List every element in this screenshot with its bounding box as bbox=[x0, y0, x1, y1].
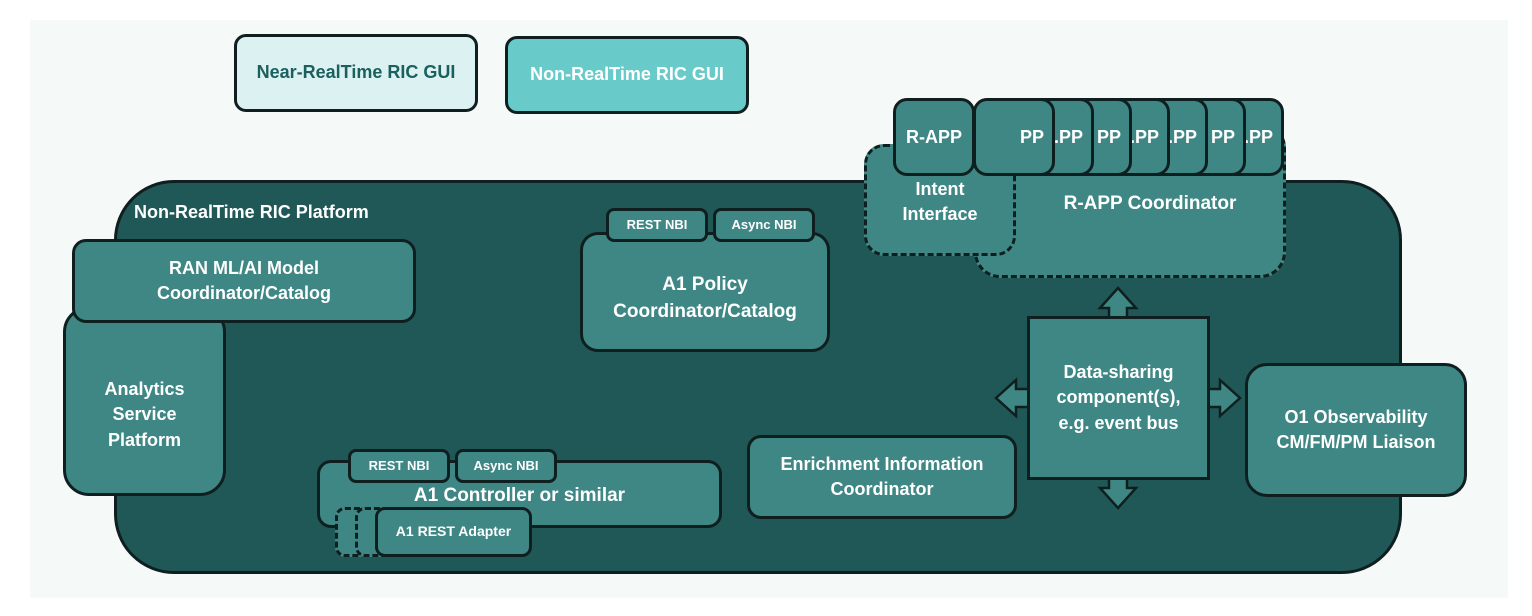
arrow-left bbox=[994, 377, 1031, 419]
ran-line2: Coordinator/Catalog bbox=[157, 283, 331, 303]
enrichment-information-coordinator: Enrichment Information Coordinator bbox=[747, 435, 1017, 519]
analytics-service-platform: Analytics Service Platform bbox=[63, 306, 226, 496]
a1-controller-label: A1 Controller or similar bbox=[413, 485, 626, 506]
arrow-down bbox=[1097, 476, 1139, 510]
enrichment-line2: Coordinator bbox=[830, 479, 934, 499]
data-sharing-component: Data-sharing component(s), e.g. event bu… bbox=[1027, 316, 1210, 480]
arrow-right bbox=[1206, 377, 1242, 419]
rapp-stack-label: PP bbox=[1210, 127, 1235, 147]
data-sharing-line1: Data-sharing bbox=[1063, 362, 1174, 383]
a1-policy-async-nbi: Async NBI bbox=[713, 208, 815, 242]
arrow-up bbox=[1097, 286, 1139, 320]
non-rt-ric-gui-label: Non-RealTime RIC GUI bbox=[530, 64, 724, 85]
a1-policy-rest-nbi: REST NBI bbox=[606, 208, 708, 242]
a1-policy-line2: Coordinator/Catalog bbox=[613, 301, 797, 322]
rapp-stack-label: .PP bbox=[1053, 127, 1083, 147]
rapp-front-label: R-APP bbox=[905, 127, 962, 147]
a1-policy-rest-nbi-label: REST NBI bbox=[626, 216, 688, 232]
ran-line1: RAN ML/AI Model bbox=[169, 257, 319, 278]
a1-controller-rest-nbi: REST NBI bbox=[348, 449, 450, 483]
rapp-stack-label: .PP bbox=[1129, 127, 1159, 147]
enrichment-line1: Enrichment Information bbox=[780, 453, 984, 474]
rapp-stack-card: PP bbox=[973, 98, 1055, 176]
near-rt-ric-gui-label: Near-RealTime RIC GUI bbox=[256, 62, 456, 83]
data-sharing-line3: e.g. event bus bbox=[1058, 412, 1179, 433]
o1-line1: O1 Observability bbox=[1284, 406, 1428, 427]
a1-policy-async-nbi-label: Async NBI bbox=[731, 216, 797, 232]
analytics-line3: Platform bbox=[107, 429, 181, 450]
analytics-line1: Analytics bbox=[104, 379, 185, 400]
rapp-coordinator-label: R-APP Coordinator bbox=[1063, 193, 1237, 214]
a1-controller-async-nbi: Async NBI bbox=[455, 449, 557, 483]
rapp-stack-label: .PP bbox=[1167, 127, 1197, 147]
o1-observability-liaison: O1 Observability CM/FM/PM Liaison bbox=[1245, 363, 1467, 497]
data-sharing-line2: component(s), bbox=[1056, 387, 1181, 408]
a1-rest-adapter: A1 REST Adapter bbox=[375, 507, 532, 557]
platform-title: Non-RealTime RIC Platform bbox=[134, 202, 369, 222]
analytics-line2: Service bbox=[112, 404, 177, 425]
rapp-stack-label: PP bbox=[1096, 127, 1121, 147]
a1-rest-adapter-label: A1 REST Adapter bbox=[395, 523, 512, 540]
non-rt-ric-gui: Non-RealTime RIC GUI bbox=[505, 36, 749, 114]
ran-ml-ai-model-coordinator: RAN ML/AI Model Coordinator/Catalog bbox=[72, 239, 416, 323]
a1-policy-line1: A1 Policy bbox=[662, 274, 748, 296]
a1-controller-async-nbi-label: Async NBI bbox=[473, 457, 539, 473]
rapp-front-card: R-APP bbox=[893, 98, 975, 176]
rapp-stack-label: PP bbox=[1019, 127, 1044, 147]
near-rt-ric-gui: Near-RealTime RIC GUI bbox=[234, 34, 478, 112]
intent-interface-line2: Interface bbox=[902, 204, 978, 225]
intent-interface-line1: Intent bbox=[915, 179, 965, 199]
rapp-stack-label: .PP bbox=[1243, 127, 1273, 147]
o1-line2: CM/FM/PM Liaison bbox=[1276, 432, 1436, 452]
a1-controller-rest-nbi-label: REST NBI bbox=[368, 457, 430, 473]
